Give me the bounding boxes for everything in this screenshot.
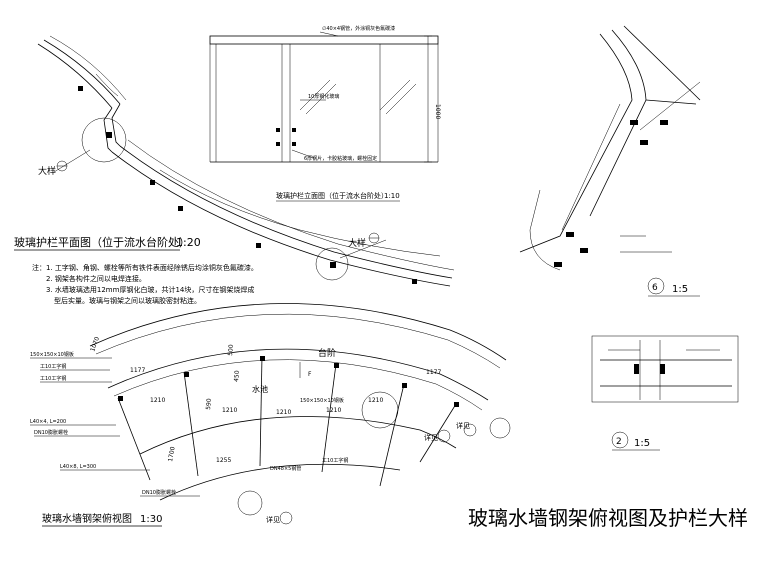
dim-500: 500: [227, 344, 235, 356]
notes-lead: 注：: [32, 263, 46, 272]
member-label-bolt: DN10膨胀螺栓: [34, 429, 68, 436]
detail-2-scale: 1:5: [634, 438, 650, 449]
elevation-glass-label: 10厚钢化玻璃: [308, 93, 339, 100]
callout-label-2: 大样: [348, 237, 366, 249]
elevation-clamp-label: 6厚钢片，卡胶粘玻璃，螺栓固定: [304, 155, 377, 162]
detail-ref-2: 详见: [424, 433, 438, 442]
detail-6-number: 6: [652, 283, 658, 293]
dim-1210-e: 1210: [368, 397, 383, 404]
sheet-main-title: 玻璃水墙钢架俯视图及护栏大样: [468, 506, 748, 530]
arrow-label: F: [308, 371, 312, 378]
detail-ref-3: 详见: [456, 421, 470, 430]
area-label-steps: 台阶: [318, 347, 336, 359]
frame-view-title: 玻璃水墙钢架俯视图: [42, 512, 132, 525]
dim-450: 450: [233, 370, 241, 382]
dim-1177-b: 1177: [426, 369, 441, 376]
member-label-angle-2: L40×8, L=300: [60, 464, 96, 470]
note-1: 1. 工字钢、角钢、螺栓等所有铁件表面经除锈后均涂铜灰色氟碳漆。: [46, 263, 258, 272]
dim-1210-a: 1210: [150, 397, 165, 404]
member-label-plate: 150×150×10钢板: [30, 351, 74, 358]
dim-1210-d: 1210: [326, 407, 341, 414]
dim-590: 590: [205, 398, 213, 410]
dim-1210-c: 1210: [276, 409, 291, 416]
member-label-ibeam-1: 工10工字钢: [40, 363, 66, 370]
plan-view-scale: 1:20: [176, 236, 201, 249]
dim-1255: 1255: [216, 457, 231, 464]
area-label-pool: 水池: [252, 384, 268, 394]
detail-2-number: 2: [616, 437, 622, 447]
note-2: 2. 钢架各构件之间以电焊连接。: [46, 274, 146, 283]
dim-1700: 1700: [167, 446, 177, 462]
plan-view-title: 玻璃护栏平面图（位于流水台阶处）: [14, 235, 190, 249]
elevation-top-note: ∅40×4钢管，外涂铜灰色氟碳漆: [322, 25, 395, 32]
detail-6: 6 1:5: [519, 25, 701, 297]
note-4: 型后实量。玻璃与钢架之间以玻璃胶密封粘连。: [54, 296, 201, 305]
dim-1210-b: 1210: [222, 407, 237, 414]
frame-view-scale: 1:30: [140, 514, 162, 525]
frame-view: 详见 详见 详见 台阶 水池 F 150×150×10钢板 工10工字钢 工10…: [30, 303, 511, 527]
elevation-view-scale: 1:10: [384, 192, 400, 200]
member-label-plate-2: 150×150×10钢板: [300, 397, 344, 404]
member-label-ibeam-2: 工10工字钢: [40, 375, 66, 382]
detail-circle-1: [81, 117, 127, 163]
detail-2: 2 1:5: [591, 335, 739, 451]
member-label-pipe: DN48×5钢管: [270, 465, 301, 472]
plan-view: 大样 大样 玻璃护栏平面图（位于流水台阶处） 1:20: [14, 35, 455, 287]
dim-1070: 1070: [89, 336, 101, 353]
detail-ref-1: 详见: [266, 515, 280, 524]
member-label-angle: L40×4, L=200: [30, 419, 66, 425]
note-3: 3. 水墙玻璃选用12mm厚钢化白玻，共计14块，尺寸在钢架烧焊成: [46, 285, 254, 294]
member-label-bolt-2: DN10膨胀螺栓: [142, 489, 176, 496]
detail-circle-2: [315, 247, 349, 281]
notes-block: 注： 1. 工字钢、角钢、螺栓等所有铁件表面经除锈后均涂铜灰色氟碳漆。 2. 钢…: [32, 263, 258, 305]
member-label-ibeam-3: 工10工字钢: [322, 457, 348, 464]
callout-label-1: 大样: [38, 165, 56, 177]
detail-6-scale: 1:5: [672, 284, 688, 295]
dim-1177-a: 1177: [130, 367, 145, 374]
elevation-dim-height: 1000: [434, 104, 441, 119]
elevation-view: 1000 ∅40×4钢管，外涂铜灰色氟碳漆 10厚钢化玻璃 6厚钢片，卡胶粘玻璃…: [209, 25, 441, 202]
elevation-view-title: 玻璃护栏立面图（位于流水台阶处）: [276, 191, 388, 200]
